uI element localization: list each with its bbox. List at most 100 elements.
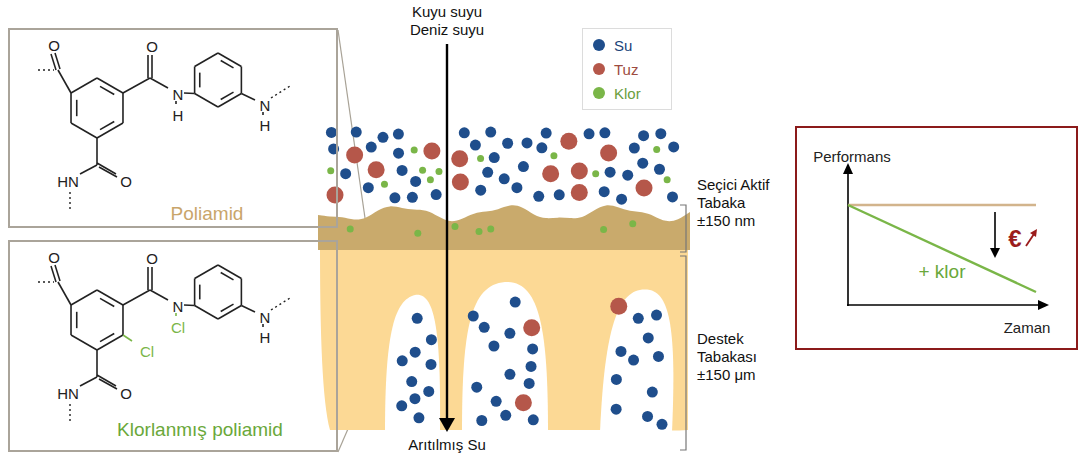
bond-line (241, 279, 243, 306)
particle (406, 376, 417, 387)
particle (426, 359, 437, 370)
active-layer (318, 205, 690, 250)
bond-line (194, 67, 196, 94)
legend-swatch (593, 63, 605, 75)
particle (346, 146, 363, 163)
series-label: + klor (919, 262, 966, 283)
bond-line (241, 94, 255, 101)
bond-line (147, 55, 149, 78)
bond-line (38, 281, 54, 282)
particle (499, 173, 510, 184)
bond-line (151, 267, 153, 290)
bond-line (71, 335, 97, 350)
particle (476, 228, 483, 235)
particle (615, 346, 626, 357)
particle (600, 226, 607, 233)
bond-line (184, 92, 195, 94)
particle (655, 128, 666, 139)
atom-label: Cl (140, 344, 154, 361)
bond-line (271, 86, 290, 98)
axis-title: Zaman (1004, 320, 1051, 337)
atom-label: O (146, 251, 158, 268)
bond-line (123, 78, 150, 93)
legend-row: Su (583, 33, 671, 57)
bond-line (71, 290, 97, 305)
particle (407, 192, 418, 203)
particle (414, 230, 421, 237)
bond-line (195, 306, 218, 320)
bond-line (184, 304, 195, 306)
structure-name: Klorlanmış poliamid (117, 420, 283, 441)
bond-line (97, 123, 123, 138)
particle (560, 133, 577, 150)
cost-symbol: € (1008, 226, 1021, 252)
particle (482, 167, 493, 178)
bond-line (97, 163, 116, 174)
particle (347, 225, 354, 232)
bond-line (147, 267, 149, 290)
particle (571, 184, 588, 201)
particle (426, 334, 437, 345)
bond-line (58, 282, 71, 305)
bond-line (97, 290, 123, 305)
particle (550, 152, 557, 159)
bond-line (97, 375, 116, 386)
particle (599, 186, 610, 197)
particle (419, 167, 426, 174)
particle (452, 173, 469, 190)
particle (605, 167, 616, 178)
particle (668, 141, 679, 152)
bond-line (151, 55, 153, 78)
bond-line (221, 61, 234, 68)
particle (633, 313, 644, 324)
particle (592, 170, 599, 177)
particle (477, 155, 484, 162)
particle (502, 138, 513, 149)
particle (518, 161, 529, 172)
bond-line (150, 290, 168, 300)
arrow-head (1030, 229, 1037, 237)
bond-line (71, 123, 97, 138)
particle (476, 415, 487, 426)
bond-line (199, 285, 201, 300)
legend-swatch (593, 39, 605, 51)
particle (541, 128, 552, 139)
chart-box: Performans+ klor€Zaman (795, 126, 1078, 350)
structure-name: Poliamid (171, 204, 244, 225)
bond-line (218, 94, 241, 108)
bond-line (194, 279, 196, 306)
atom-label: Cl (171, 320, 185, 337)
particle (393, 129, 404, 140)
bond-line (100, 86, 114, 94)
series-line (848, 204, 1036, 206)
bond-line (70, 93, 72, 123)
particle (653, 351, 664, 362)
particle (527, 343, 538, 354)
particle (411, 146, 418, 153)
particle (488, 341, 499, 352)
atom-label: H (173, 108, 184, 125)
atom-label: O (120, 386, 132, 403)
bond-line (99, 167, 117, 177)
legend-row: Klor (583, 81, 671, 105)
particle (657, 419, 668, 430)
particle (431, 189, 442, 200)
bond-line (80, 165, 97, 174)
bond-line (96, 138, 98, 165)
bond-line (58, 70, 71, 93)
particle (485, 127, 496, 138)
bond-line (122, 93, 124, 123)
pore (385, 295, 440, 432)
particle (393, 148, 404, 159)
particle (515, 394, 532, 411)
bond-line (70, 305, 72, 335)
particle (491, 396, 502, 407)
particle (629, 220, 636, 227)
particle (396, 400, 407, 411)
particle (611, 374, 622, 385)
particle (326, 127, 337, 138)
bond-line (150, 78, 168, 88)
particle (470, 140, 481, 151)
bracket (680, 205, 686, 252)
pore (462, 282, 548, 432)
